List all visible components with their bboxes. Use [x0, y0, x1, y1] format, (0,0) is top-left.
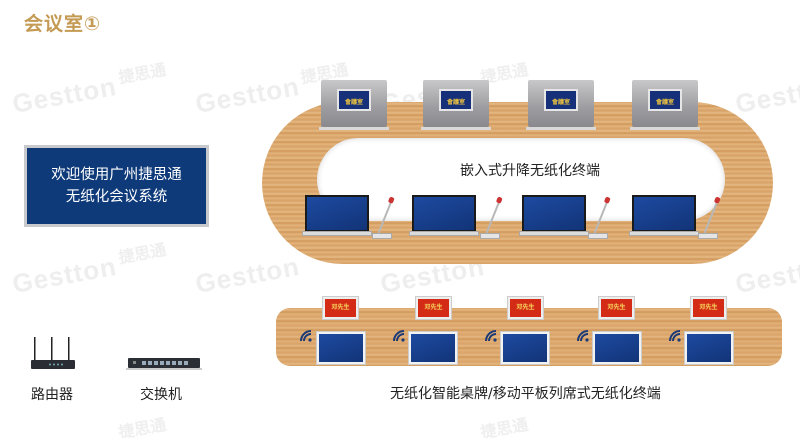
smart-nameplate: 邓先生: [322, 296, 359, 320]
nameplate-text: 邓先生: [693, 299, 724, 317]
lift-screen-text: 會議室: [655, 99, 674, 106]
lift-screen-text: 會議室: [446, 99, 465, 106]
page-title: 会议室①: [24, 13, 102, 35]
lift-screen-text: 會議室: [551, 99, 570, 106]
watermark-cn: 捷思通: [478, 414, 530, 438]
router-label: 路由器: [31, 387, 73, 403]
nameplate-text: 邓先生: [510, 299, 541, 317]
lift-screen-text: 會議室: [344, 99, 363, 106]
wifi-icon: [485, 330, 497, 342]
mic-base: [588, 233, 608, 239]
laptop-terminal: [629, 195, 699, 236]
wifi-icon: [669, 330, 681, 342]
watermark-logo: Gestton: [733, 71, 800, 119]
wifi-icon: [300, 330, 312, 342]
welcome-line-2: 无纸化会议系统: [65, 189, 168, 205]
watermark-logo: Gestton: [10, 71, 119, 119]
nameplate-text: 邓先生: [325, 299, 356, 317]
watermark-cn: 捷思通: [116, 59, 168, 88]
smart-nameplate: 邓先生: [415, 296, 452, 320]
tablet-terminal: [592, 331, 642, 365]
watermark-logo: Gestton: [733, 251, 800, 299]
wifi-icon: [393, 330, 405, 342]
switch-icon: [126, 358, 202, 370]
tablet-terminal: [408, 331, 458, 365]
tablet-terminal: [316, 331, 366, 365]
smart-nameplate: 邓先生: [690, 296, 727, 320]
tablet-terminal: [684, 331, 734, 365]
laptop-terminal: [409, 195, 479, 236]
welcome-screen: 欢迎使用广州捷思通 无纸化会议系统: [24, 145, 209, 227]
watermark-cn: 捷思通: [116, 414, 168, 438]
lift-terminal: 會議室: [630, 80, 700, 130]
watermark-logo: Gestton: [193, 71, 302, 119]
tablet-terminal: [500, 331, 550, 365]
oval-table-label: 嵌入式升降无纸化终端: [460, 163, 600, 179]
mic-base: [698, 233, 718, 239]
laptop-terminal: [302, 195, 372, 236]
welcome-line-1: 欢迎使用广州捷思通: [51, 167, 182, 183]
smart-nameplate: 邓先生: [598, 296, 635, 320]
mic-base: [372, 233, 392, 239]
long-table-label: 无纸化智能桌牌/移动平板列席式无纸化终端: [390, 386, 661, 402]
lift-terminal: 會議室: [526, 80, 596, 130]
wifi-icon: [577, 330, 589, 342]
watermark-logo: Gestton: [10, 251, 119, 299]
router-icon: [31, 337, 75, 369]
laptop-terminal: [519, 195, 589, 236]
lift-terminal: 會議室: [421, 80, 491, 130]
nameplate-text: 邓先生: [418, 299, 449, 317]
mic-base: [480, 233, 500, 239]
watermark-logo: Gestton: [193, 251, 302, 299]
nameplate-text: 邓先生: [601, 299, 632, 317]
smart-nameplate: 邓先生: [507, 296, 544, 320]
watermark-cn: 捷思通: [116, 239, 168, 268]
lift-terminal: 會議室: [319, 80, 389, 130]
switch-label: 交换机: [140, 387, 182, 403]
